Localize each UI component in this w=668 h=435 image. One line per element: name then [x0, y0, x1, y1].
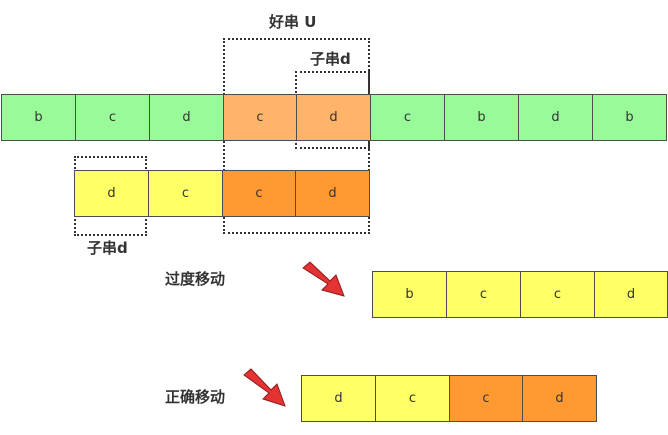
correct-cell: d	[301, 375, 376, 422]
good-suffix-label: 好串 U	[269, 13, 317, 31]
main-cell: b	[444, 94, 519, 141]
overshift-cell: c	[446, 271, 521, 318]
overshift-cell: d	[594, 271, 668, 318]
main-cell: c	[75, 94, 150, 141]
main-cell-good-suffix: d	[296, 94, 371, 141]
overshift-cell: b	[372, 271, 447, 318]
main-cell: c	[370, 94, 445, 141]
correct-arrow-shape	[243, 368, 286, 407]
correct-label: 正确移动	[165, 388, 226, 406]
main-cell: b	[592, 94, 667, 141]
overshift-label: 过度移动	[165, 270, 226, 288]
main-cell: d	[518, 94, 593, 141]
pattern-cell: d	[74, 170, 149, 217]
substring-label-top: 子串d	[310, 50, 351, 68]
correct-cell: c	[375, 375, 450, 422]
correct-cell-suffix: c	[449, 375, 523, 422]
main-cell: d	[149, 94, 224, 141]
overshift-arrow-shape	[302, 261, 345, 297]
main-cell: b	[1, 94, 76, 141]
pattern-cell-suffix: d	[295, 170, 370, 217]
main-cell-good-suffix: c	[223, 94, 297, 141]
correct-cell-suffix: d	[522, 375, 597, 422]
overshift-cell: c	[520, 271, 595, 318]
pattern-cell-suffix: c	[222, 170, 296, 217]
pattern-cell: c	[148, 170, 223, 217]
substring-label-bottom: 子串d	[87, 239, 128, 257]
